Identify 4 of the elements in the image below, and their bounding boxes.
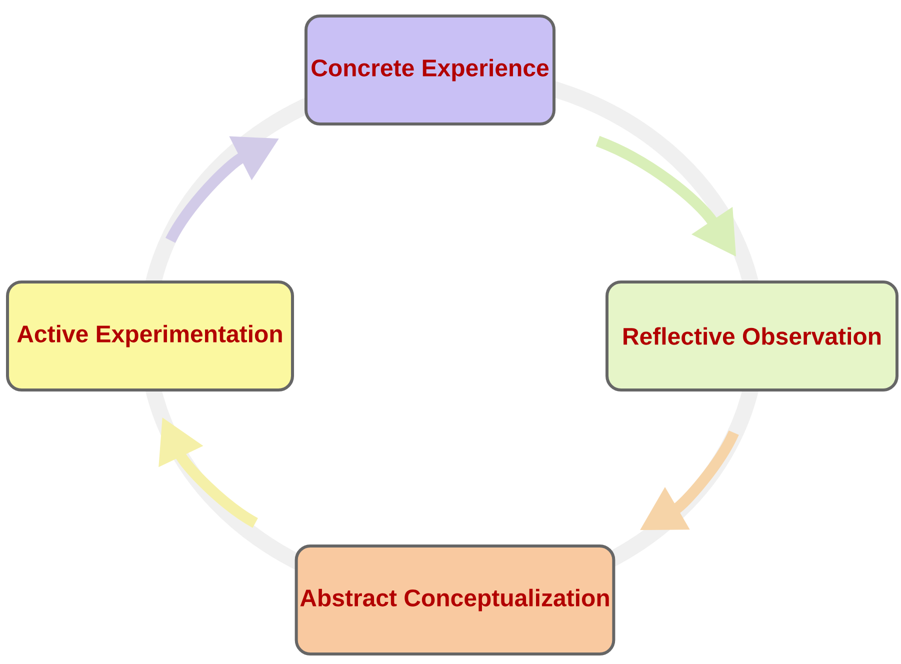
stage-box: Active Experimentation (6, 280, 294, 392)
stage-box: Abstract Conceptualization (294, 544, 616, 656)
stage-box: Reflective Observation (606, 280, 899, 392)
stage-box: Concrete Experience (304, 14, 556, 126)
